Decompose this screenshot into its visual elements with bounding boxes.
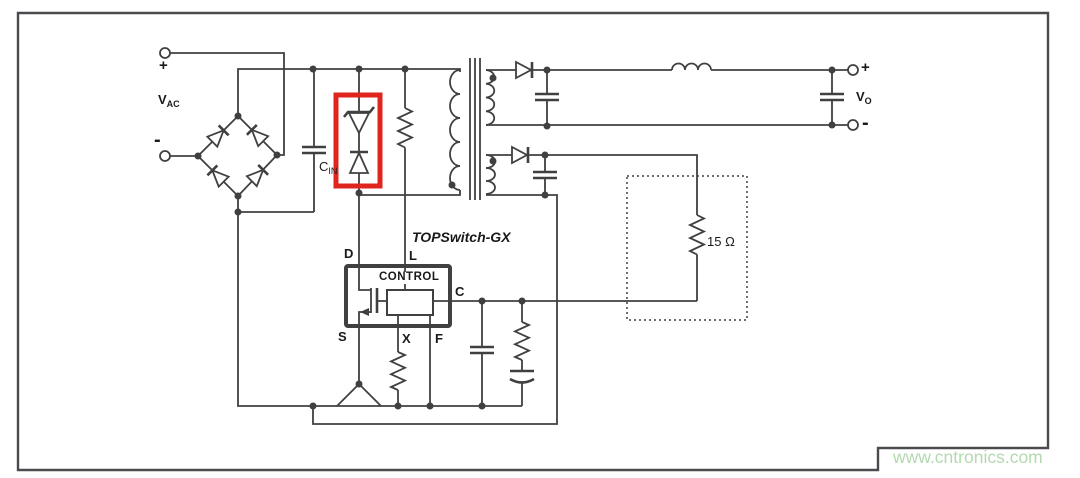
transformer-core-icon (469, 58, 481, 200)
input-pos-label: + (159, 57, 168, 74)
blocking-diode-icon (348, 150, 370, 174)
bridge-diode-icon (245, 163, 270, 188)
feedback-network (626, 175, 748, 321)
watermark: www.cntronics.com (893, 447, 1043, 467)
flyback-transformer (448, 58, 497, 200)
bridge-diode-icon (205, 124, 230, 149)
secondary-phasing-dot (489, 74, 497, 82)
drain-wire (359, 190, 461, 196)
pin-d-label: D (344, 246, 354, 261)
bridge-diode-icon (245, 123, 270, 148)
vac-label: VAC (158, 92, 180, 109)
dotted-feedback-box (626, 175, 748, 321)
cin-sub: IN (328, 166, 338, 176)
pin-s-label: S (338, 329, 347, 344)
vo-sub: O (864, 96, 872, 106)
cin-label: CIN (319, 159, 338, 176)
input-neg-label: - (154, 129, 161, 151)
bridge-diode-icon (206, 164, 231, 189)
control-block-box (386, 289, 434, 316)
bias-capacitor-icon (533, 155, 557, 195)
c-pin-wiring (433, 297, 697, 406)
feedback-resistor-icon (687, 214, 707, 256)
ic-title: TOPSwitch-GX (412, 229, 511, 245)
figure-border (16, 11, 1050, 472)
control-label: CONTROL (377, 271, 442, 284)
clamp-network (333, 69, 383, 266)
red-highlight-box (333, 92, 383, 189)
input-capacitor-icon (302, 69, 326, 212)
bias-diode-icon (511, 145, 530, 165)
vac-main: V (158, 92, 167, 107)
x-resistor-icon (388, 351, 408, 406)
output-diode-icon (515, 60, 534, 80)
output-inductor-icon (671, 62, 712, 71)
input-terminal-pos (159, 47, 171, 59)
output-pos-label: + (861, 59, 870, 76)
pin-l-label: L (409, 248, 417, 263)
vo-main: V (856, 89, 865, 104)
topswitch-gx-ic (344, 264, 452, 406)
source-connection (309, 326, 486, 410)
vo-label: VO (856, 89, 872, 106)
vac-sub: AC (166, 99, 180, 109)
line-sense-resistor-icon (395, 69, 415, 266)
series-rc-icon (509, 301, 535, 406)
zener-diode-icon (342, 106, 376, 136)
bridge-rectifier (194, 112, 281, 200)
cin-main: C (319, 159, 329, 174)
output-capacitor-icon (820, 70, 844, 125)
bias-phasing-dot (489, 157, 497, 165)
pin-x-label: X (402, 331, 411, 346)
bias-circuit (312, 145, 698, 425)
pin-f-label: F (435, 331, 443, 346)
post-diode-capacitor-icon (535, 70, 559, 126)
primary-phasing-dot (448, 181, 456, 189)
primary-winding-icon (449, 69, 461, 191)
c-bypass-capacitor-icon (470, 301, 494, 406)
feedback-resistor-value: 15 Ω (707, 234, 735, 249)
input-terminal-neg (159, 150, 171, 162)
output-terminal-pos (847, 64, 859, 76)
pin-c-label: C (455, 284, 465, 299)
mosfet-icon (358, 266, 387, 326)
output-terminal-neg (847, 119, 859, 131)
output-neg-label: - (862, 112, 869, 134)
output-circuit (486, 60, 859, 131)
